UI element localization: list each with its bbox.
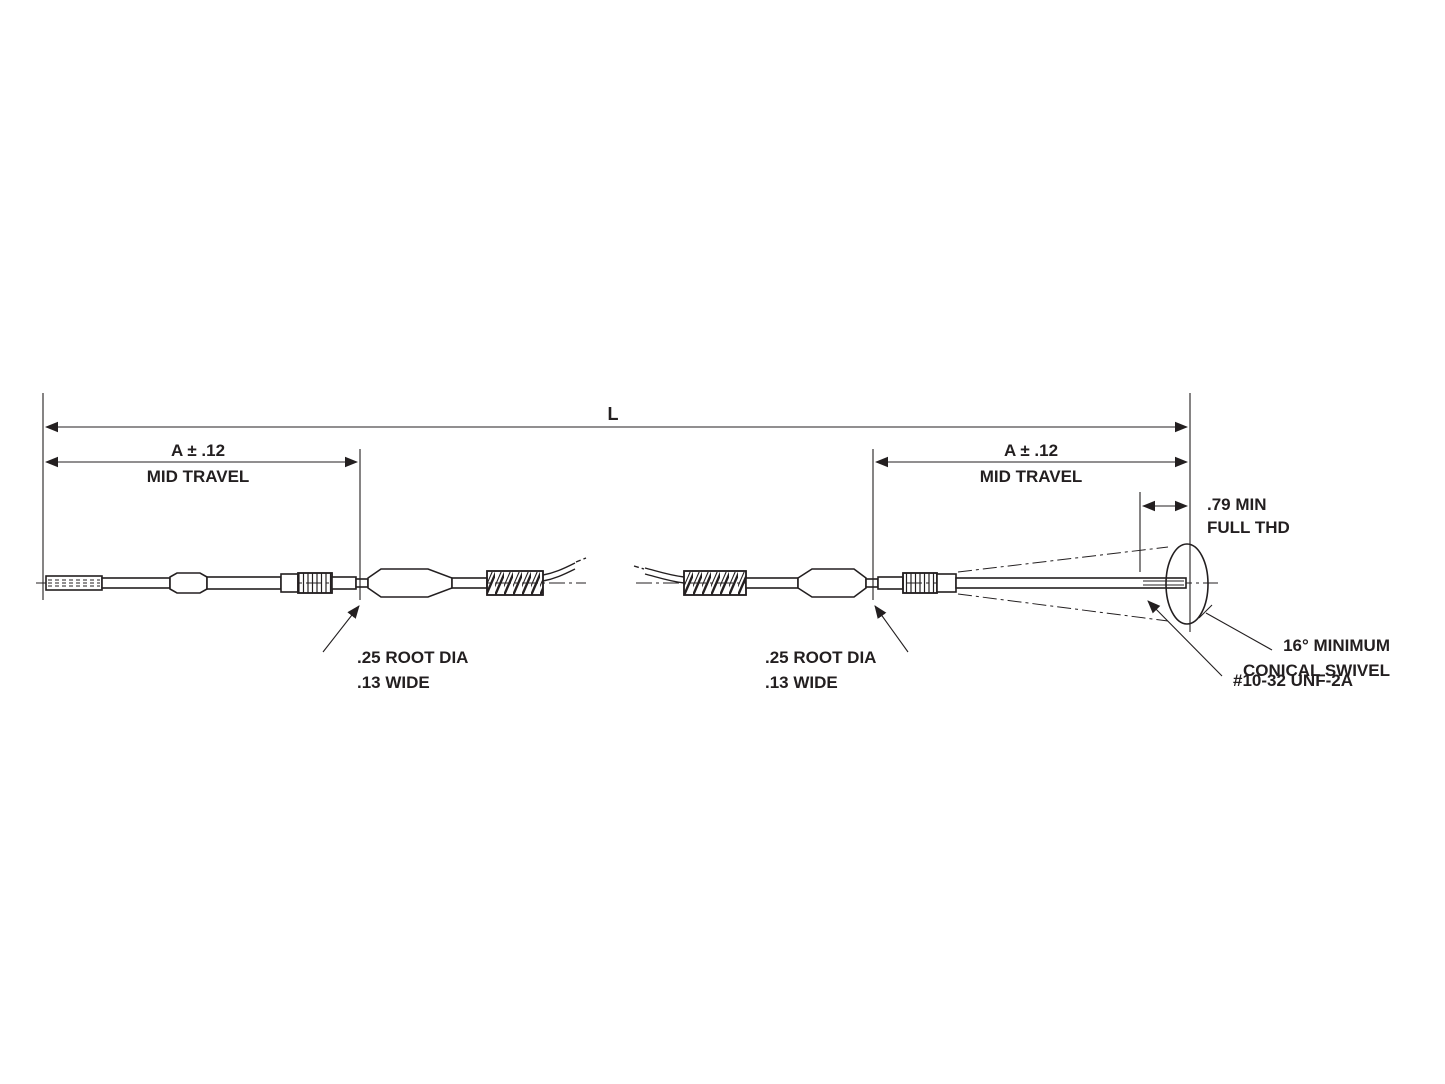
callout-root-dia-right-line1: .25 ROOT DIA [765,648,876,667]
leader-lines [322,600,1273,677]
dim-mid-travel-right-value: A ± .12 [1004,441,1058,460]
dimension-lines [44,421,1189,512]
leader-conical-swivel [1205,612,1273,651]
leader-thread-spec [1147,600,1223,677]
dim-full-thread-line1: .79 MIN [1207,495,1267,514]
right-cable-assembly [633,543,1209,625]
dim-mid-travel-left-value: A ± .12 [171,441,225,460]
extension-lines [42,393,1191,632]
left-cable-assembly [45,557,587,598]
callout-conical-swivel-line2: CONICAL SWIVEL [1243,661,1390,680]
callout-thread-spec: #10-32 UNF-2A [1233,671,1353,690]
leader-conical-swivel-tick [1198,604,1213,619]
labels: L A ± .12 MID TRAVEL A ± .12 MID TRAVEL … [147,404,1390,692]
callout-root-dia-left-line2: .13 WIDE [357,673,430,692]
callout-conical-swivel-line1: 16° MINIMUM [1283,636,1390,655]
leader-root-dia-right [874,605,909,653]
dim-full-thread-line2: FULL THD [1207,518,1290,537]
callout-root-dia-left-line1: .25 ROOT DIA [357,648,468,667]
dim-overall-length-label: L [608,404,619,424]
dim-mid-travel-right-caption: MID TRAVEL [980,467,1083,486]
leader-root-dia-left [322,605,360,653]
dim-mid-travel-left-caption: MID TRAVEL [147,467,250,486]
callout-root-dia-right-line2: .13 WIDE [765,673,838,692]
